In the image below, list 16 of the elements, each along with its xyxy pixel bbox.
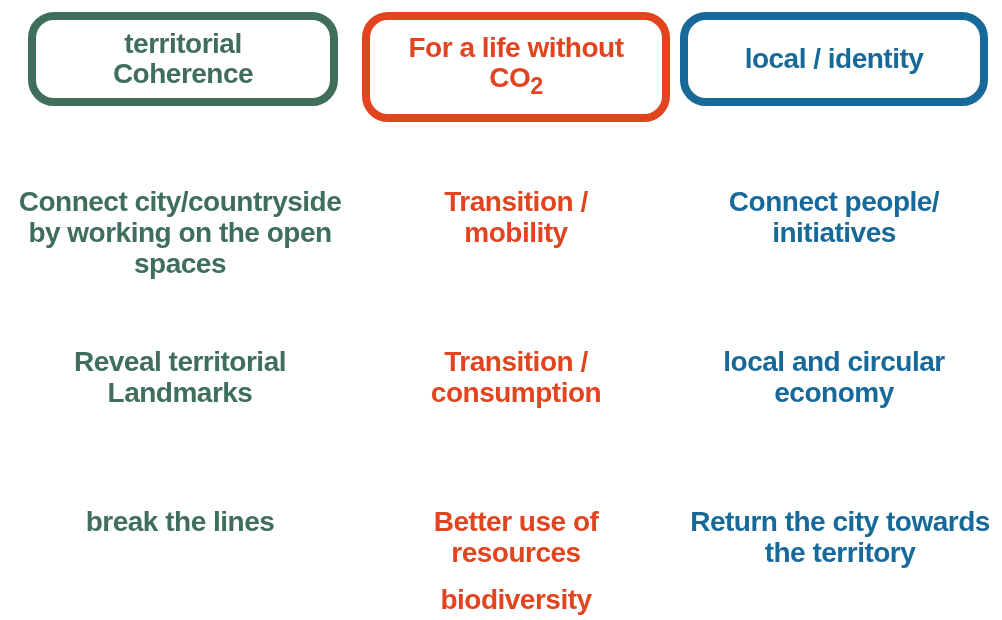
topic-text: Return the city towards the territory	[689, 506, 991, 568]
category-title: local / identity	[743, 44, 925, 74]
topic-text: Better use of resources	[432, 506, 600, 568]
category-title: For a life without CO$_{2}$	[407, 33, 625, 101]
topic-text: Connect people/ initiatives	[727, 186, 941, 248]
topic-text: Reveal territorial Landmarks	[73, 346, 287, 408]
category-box	[362, 12, 670, 122]
category-box	[680, 12, 988, 106]
topic-text: local and circular economy	[722, 346, 946, 408]
topic-text: biodiversity	[439, 584, 593, 615]
category-box	[28, 12, 338, 106]
topic-text: Transition / consumption	[429, 346, 603, 408]
topic-text: Connect city/countryside by working on the open spaces	[17, 186, 343, 279]
category-title: territorial Coherence	[111, 29, 255, 89]
topic-text: break the lines	[84, 506, 276, 537]
topic-text: Transition / mobility	[443, 186, 589, 248]
